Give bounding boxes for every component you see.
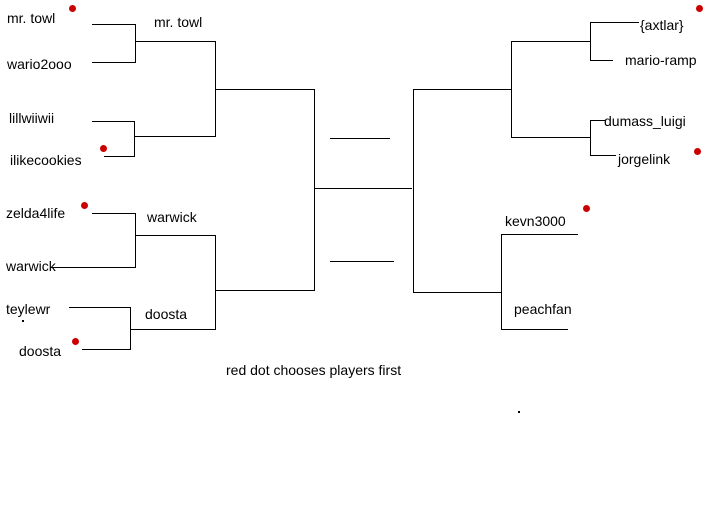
round2-winner: doosta (145, 306, 188, 322)
player-name: lillwiiwii (9, 110, 55, 126)
player-name: kevn3000 (505, 213, 566, 229)
red-dot (81, 202, 88, 209)
player-name: mr. towl (7, 10, 56, 26)
player-name: wario2ooo (7, 56, 72, 72)
round2-winner: warwick (147, 209, 197, 225)
red-dot (694, 148, 701, 155)
red-dot (583, 205, 590, 212)
red-dot (69, 5, 76, 12)
red-dot (72, 338, 79, 345)
player-name: mario-ramp (625, 52, 697, 68)
player-name: teylewr (6, 301, 51, 317)
stray-mark (518, 411, 520, 413)
player-name: {axtlar} (640, 17, 684, 33)
player-name: dumass_luigi (604, 113, 686, 129)
round2-winner: mr. towl (154, 14, 203, 30)
player-name: ilikecookies (10, 152, 82, 168)
player-name: warwick (6, 258, 56, 274)
player-name: peachfan (514, 301, 572, 317)
legend-note: red dot chooses players first (226, 362, 402, 378)
stray-mark (22, 320, 24, 322)
player-name: zelda4life (6, 205, 66, 221)
red-dot (100, 145, 107, 152)
player-name: jorgelink (618, 151, 671, 167)
player-name: doosta (19, 343, 62, 359)
red-dot (696, 5, 703, 12)
